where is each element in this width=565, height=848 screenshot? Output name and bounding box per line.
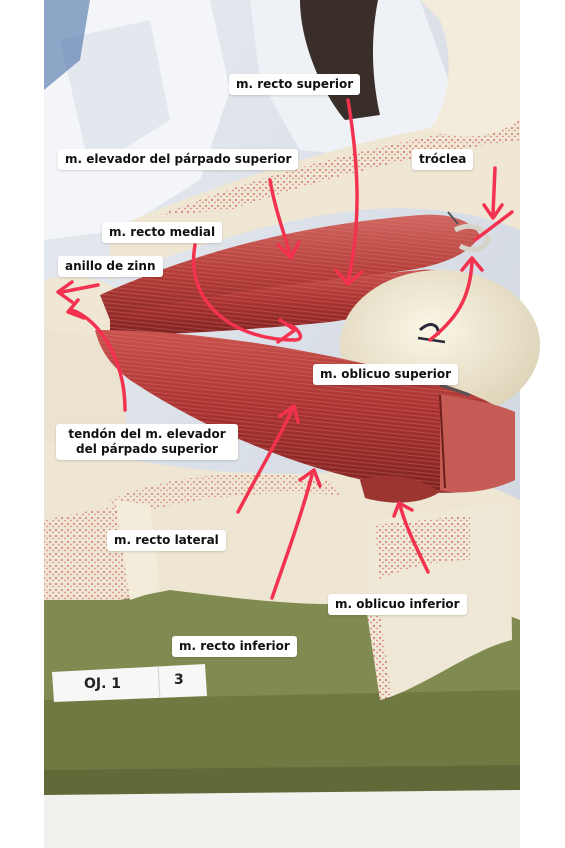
specimen-tag-left: OJ. 1 [84,676,122,692]
label-recto-inferior: m. recto inferior [172,636,297,657]
label-tendon-line1: tendón del m. elevador [68,427,226,441]
label-oblicuo-superior: m. oblicuo superior [313,364,458,385]
label-tendon-elevador: tendón del m. elevador del párpado super… [56,424,238,460]
label-elevador-parpado-superior: m. elevador del párpado superior [58,149,299,170]
label-troclea: tróclea [412,149,474,170]
label-oblicuo-inferior: m. oblicuo inferior [328,594,467,615]
label-recto-superior: m. recto superior [229,74,361,95]
specimen-tag-right: 3 [174,672,184,688]
label-anillo-de-zinn: anillo de zinn [58,256,163,277]
label-recto-medial: m. recto medial [102,222,223,243]
label-recto-lateral: m. recto lateral [107,530,226,551]
label-tendon-line2: del párpado superior [76,442,218,456]
